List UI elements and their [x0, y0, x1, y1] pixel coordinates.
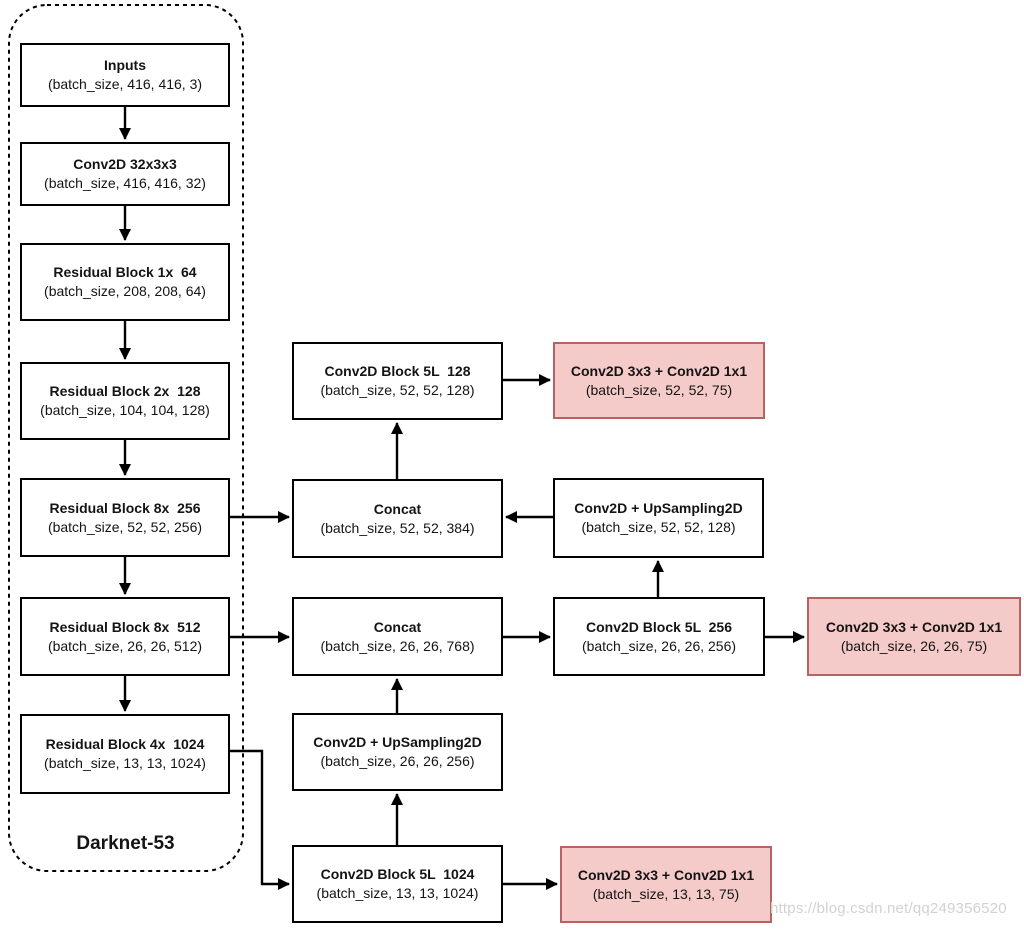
node-detection-head-13: Conv2D 3x3 + Conv2D 1x1 (batch_size, 13,… — [560, 846, 772, 923]
node-title: Inputs — [104, 57, 146, 73]
darknet53-boundary — [8, 4, 244, 872]
node-dims: (batch_size, 26, 26, 512) — [47, 637, 203, 654]
node-dims: (batch_size, 52, 52, 128) — [581, 519, 736, 535]
darknet53-label: Darknet-53 — [76, 833, 175, 854]
node-residual-block-1x-64: Residual Block 1x 64 (batch_size, 208, 2… — [20, 243, 230, 321]
node-conv2d-upsampling2d-26: Conv2D + UpSampling2D (batch_size, 26, 2… — [292, 713, 503, 791]
watermark-url: https://blog.csdn.net/qq249356520 — [770, 900, 1007, 917]
node-dims: (batch_size, 13, 13, 1024) — [44, 755, 206, 771]
node-conv2d-block-5l-1024: Conv2D Block 5L 1024 (batch_size, 13, 13… — [292, 845, 503, 923]
node-conv2d-block-5l-256: Conv2D Block 5L 256 (batch_size, 26, 26,… — [553, 597, 765, 676]
node-title: Concat — [373, 500, 422, 517]
node-title: Residual Block 1x 64 — [53, 264, 197, 280]
node-title: Concat — [373, 618, 422, 635]
node-title: Conv2D + UpSampling2D — [313, 734, 482, 750]
node-detection-head-52: Conv2D 3x3 + Conv2D 1x1 (batch_size, 52,… — [553, 342, 765, 419]
node-title: Residual Block 2x 128 — [49, 383, 201, 399]
node-dims: (batch_size, 26, 26, 256) — [320, 753, 475, 769]
node-dims: (batch_size, 26, 26, 768) — [320, 637, 475, 654]
node-dims: (batch_size, 52, 52, 256) — [47, 518, 203, 535]
node-dims: (batch_size, 26, 26, 75) — [840, 637, 988, 654]
node-title: Conv2D Block 5L 1024 — [320, 866, 475, 882]
node-title: Residual Block 8x 256 — [49, 499, 201, 516]
node-dims: (batch_size, 52, 52, 128) — [320, 382, 475, 398]
node-title: Conv2D Block 5L 128 — [324, 363, 471, 379]
node-title: Conv2D 3x3 + Conv2D 1x1 — [577, 866, 755, 883]
node-title: Conv2D 3x3 + Conv2D 1x1 — [825, 618, 1003, 635]
node-residual-block-8x-256: Residual Block 8x 256 (batch_size, 52, 5… — [20, 478, 230, 557]
node-detection-head-26: Conv2D 3x3 + Conv2D 1x1 (batch_size, 26,… — [807, 597, 1021, 676]
node-conv2d-block-5l-128: Conv2D Block 5L 128 (batch_size, 52, 52,… — [292, 342, 503, 420]
node-dims: (batch_size, 104, 104, 128) — [40, 402, 210, 418]
node-dims: (batch_size, 416, 416, 32) — [44, 175, 206, 191]
node-title: Conv2D 3x3 + Conv2D 1x1 — [570, 362, 748, 379]
node-dims: (batch_size, 52, 52, 75) — [585, 381, 733, 398]
node-dims: (batch_size, 13, 13, 75) — [592, 885, 740, 902]
node-title: Residual Block 4x 1024 — [45, 736, 205, 752]
node-residual-block-8x-512: Residual Block 8x 512 (batch_size, 26, 2… — [20, 597, 230, 676]
node-residual-block-2x-128: Residual Block 2x 128 (batch_size, 104, … — [20, 362, 230, 440]
node-dims: (batch_size, 416, 416, 3) — [47, 76, 203, 92]
node-title: Conv2D 32x3x3 — [73, 156, 177, 172]
node-title: Residual Block 8x 512 — [49, 618, 201, 635]
node-title: Conv2D + UpSampling2D — [574, 500, 743, 516]
node-concat-52: Concat (batch_size, 52, 52, 384) — [292, 479, 503, 558]
edge-res4-block5l1024 — [230, 749, 290, 890]
node-title: Conv2D Block 5L 256 — [585, 618, 733, 635]
node-dims: (batch_size, 26, 26, 256) — [581, 637, 737, 654]
node-inputs: Inputs (batch_size, 416, 416, 3) — [20, 43, 230, 107]
node-conv2d-32x3x3: Conv2D 32x3x3 (batch_size, 416, 416, 32) — [20, 142, 230, 206]
node-residual-block-4x-1024: Residual Block 4x 1024 (batch_size, 13, … — [20, 714, 230, 794]
node-dims: (batch_size, 52, 52, 384) — [320, 519, 475, 536]
node-dims: (batch_size, 13, 13, 1024) — [316, 885, 479, 901]
node-concat-26: Concat (batch_size, 26, 26, 768) — [292, 597, 503, 676]
node-conv2d-upsampling2d-52: Conv2D + UpSampling2D (batch_size, 52, 5… — [553, 478, 764, 558]
node-dims: (batch_size, 208, 208, 64) — [44, 283, 206, 299]
